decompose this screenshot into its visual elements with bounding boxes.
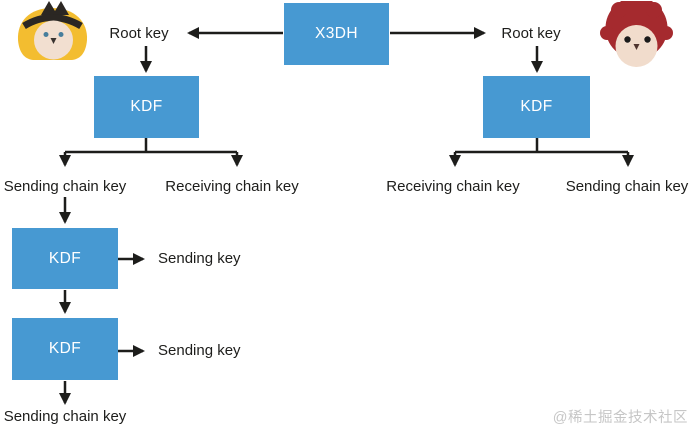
bob-left-eye <box>624 36 631 43</box>
x3dh-box: X3DH <box>284 3 389 65</box>
root-key-label-right: Root key <box>501 25 561 42</box>
right-kdf-branch-line <box>455 137 628 154</box>
alice-bow <box>41 1 69 15</box>
receiving-chain-key-label-right: Receiving chain key <box>386 178 520 195</box>
kdf-box-sending-2: KDF <box>12 318 118 380</box>
sending-key-label-1: Sending key <box>158 250 241 267</box>
alice-right-eye <box>58 32 64 37</box>
bob-avatar <box>600 1 673 67</box>
alice-left-eye <box>43 32 49 37</box>
left-kdf-branch-line <box>65 137 237 154</box>
kdf-box-sending-1: KDF <box>12 228 118 289</box>
kdf-box-alice-root: KDF <box>94 76 199 138</box>
sending-chain-key-label-bottom: Sending chain key <box>3 408 127 425</box>
root-key-label-left: Root key <box>109 25 169 42</box>
bob-right-eye <box>644 36 651 43</box>
alice-avatar <box>17 1 88 60</box>
bob-nose <box>633 44 640 50</box>
alice-nose <box>50 38 57 44</box>
kdf-box-bob-root: KDF <box>483 76 590 138</box>
sending-key-label-2: Sending key <box>158 342 241 359</box>
juejin-watermark: @稀土掘金技术社区 <box>552 410 688 426</box>
alice-headband <box>22 14 83 30</box>
sending-chain-key-label-left: Sending chain key <box>3 178 127 195</box>
receiving-chain-key-label-left: Receiving chain key <box>165 178 299 195</box>
sending-chain-key-label-right: Sending chain key <box>565 178 689 195</box>
